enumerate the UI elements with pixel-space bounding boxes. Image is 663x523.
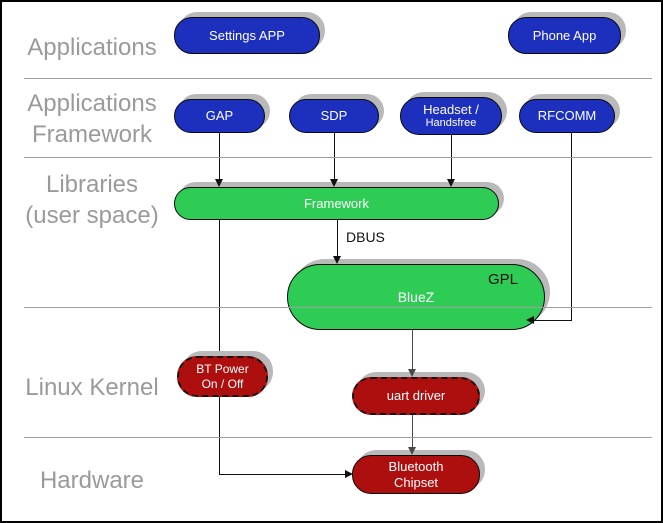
separator-linux-kernel bbox=[24, 437, 652, 438]
layer-label-libraries-user-space: Libraries (user space) bbox=[10, 169, 174, 231]
node-label: GAP bbox=[205, 108, 234, 124]
edge-gap-to-framework bbox=[219, 133, 220, 183]
node-headset-handsfree: Headset / Handsfree bbox=[400, 97, 502, 135]
layer-label-text: Hardware bbox=[39, 467, 145, 494]
node-label: Bluetooth bbox=[388, 458, 444, 474]
node-label: Settings APP bbox=[209, 27, 285, 43]
node-bluetooth-chipset: Bluetooth Chipset bbox=[352, 455, 480, 494]
gpl-badge: GPL bbox=[487, 271, 518, 288]
arrowhead-down-icon bbox=[333, 256, 341, 264]
node-label: SDP bbox=[320, 108, 348, 124]
node-label: BlueZ bbox=[397, 288, 435, 305]
separator-applications bbox=[24, 78, 652, 79]
node-label: Handsfree bbox=[425, 117, 477, 130]
arrowhead-down-icon bbox=[330, 179, 338, 187]
layer-label-text: Linux Kernel bbox=[25, 374, 159, 401]
separator-libraries bbox=[24, 307, 652, 308]
separator-applications-framework bbox=[24, 157, 652, 158]
edge-rfcomm-to-bluez-horizontal bbox=[530, 320, 572, 321]
node-label: Chipset bbox=[393, 474, 439, 490]
node-label: uart driver bbox=[386, 388, 446, 404]
edge-uart-to-chipset bbox=[412, 415, 413, 449]
node-label: On / Off bbox=[201, 376, 244, 391]
layer-label-applications: Applications bbox=[10, 32, 174, 63]
node-label: Headset / bbox=[423, 101, 479, 117]
edge-framework-to-chipset-vertical bbox=[219, 220, 220, 475]
node-label: Phone App bbox=[532, 27, 597, 43]
arrowhead-down-icon bbox=[408, 369, 416, 377]
edge-rfcomm-to-bluez-vertical bbox=[571, 133, 572, 321]
layer-label-text: Framework bbox=[31, 121, 152, 148]
layer-label-text: (user space) bbox=[25, 202, 159, 229]
node-bt-power: BT Power On / Off bbox=[177, 356, 268, 397]
edge-bluez-to-uart bbox=[412, 330, 413, 372]
layer-label-text: Libraries bbox=[45, 171, 139, 198]
arrowhead-down-icon bbox=[408, 447, 416, 455]
edge-headset-to-framework bbox=[451, 135, 452, 183]
layer-label-hardware: Hardware bbox=[10, 465, 174, 496]
node-label: Framework bbox=[303, 195, 369, 211]
layer-label-linux-kernel: Linux Kernel bbox=[10, 372, 174, 403]
node-label: RFCOMM bbox=[537, 108, 597, 124]
node-settings-app: Settings APP bbox=[174, 17, 320, 54]
layer-label-text: Applications bbox=[27, 34, 157, 61]
arrowhead-left-icon bbox=[526, 316, 534, 324]
node-label: BT Power bbox=[196, 362, 249, 377]
edge-sdp-to-framework bbox=[334, 133, 335, 183]
node-gap: GAP bbox=[174, 99, 265, 133]
arrowhead-down-icon bbox=[447, 179, 455, 187]
node-uart-driver: uart driver bbox=[352, 377, 480, 415]
node-framework: Framework bbox=[174, 187, 499, 220]
arrowhead-right-icon bbox=[345, 470, 353, 478]
node-bluez: BlueZ GPL bbox=[287, 264, 545, 330]
edge-framework-to-bluez bbox=[337, 220, 338, 260]
arrowhead-down-icon bbox=[215, 179, 223, 187]
layer-label-text: Applications bbox=[27, 90, 157, 117]
node-phone-app: Phone App bbox=[508, 17, 621, 54]
dbus-edge-label: DBUS bbox=[346, 229, 385, 245]
node-rfcomm: RFCOMM bbox=[519, 99, 615, 133]
node-sdp: SDP bbox=[289, 99, 379, 133]
edge-framework-to-chipset-horizontal bbox=[219, 474, 346, 475]
layer-label-applications-framework: Applications Framework bbox=[10, 88, 174, 150]
